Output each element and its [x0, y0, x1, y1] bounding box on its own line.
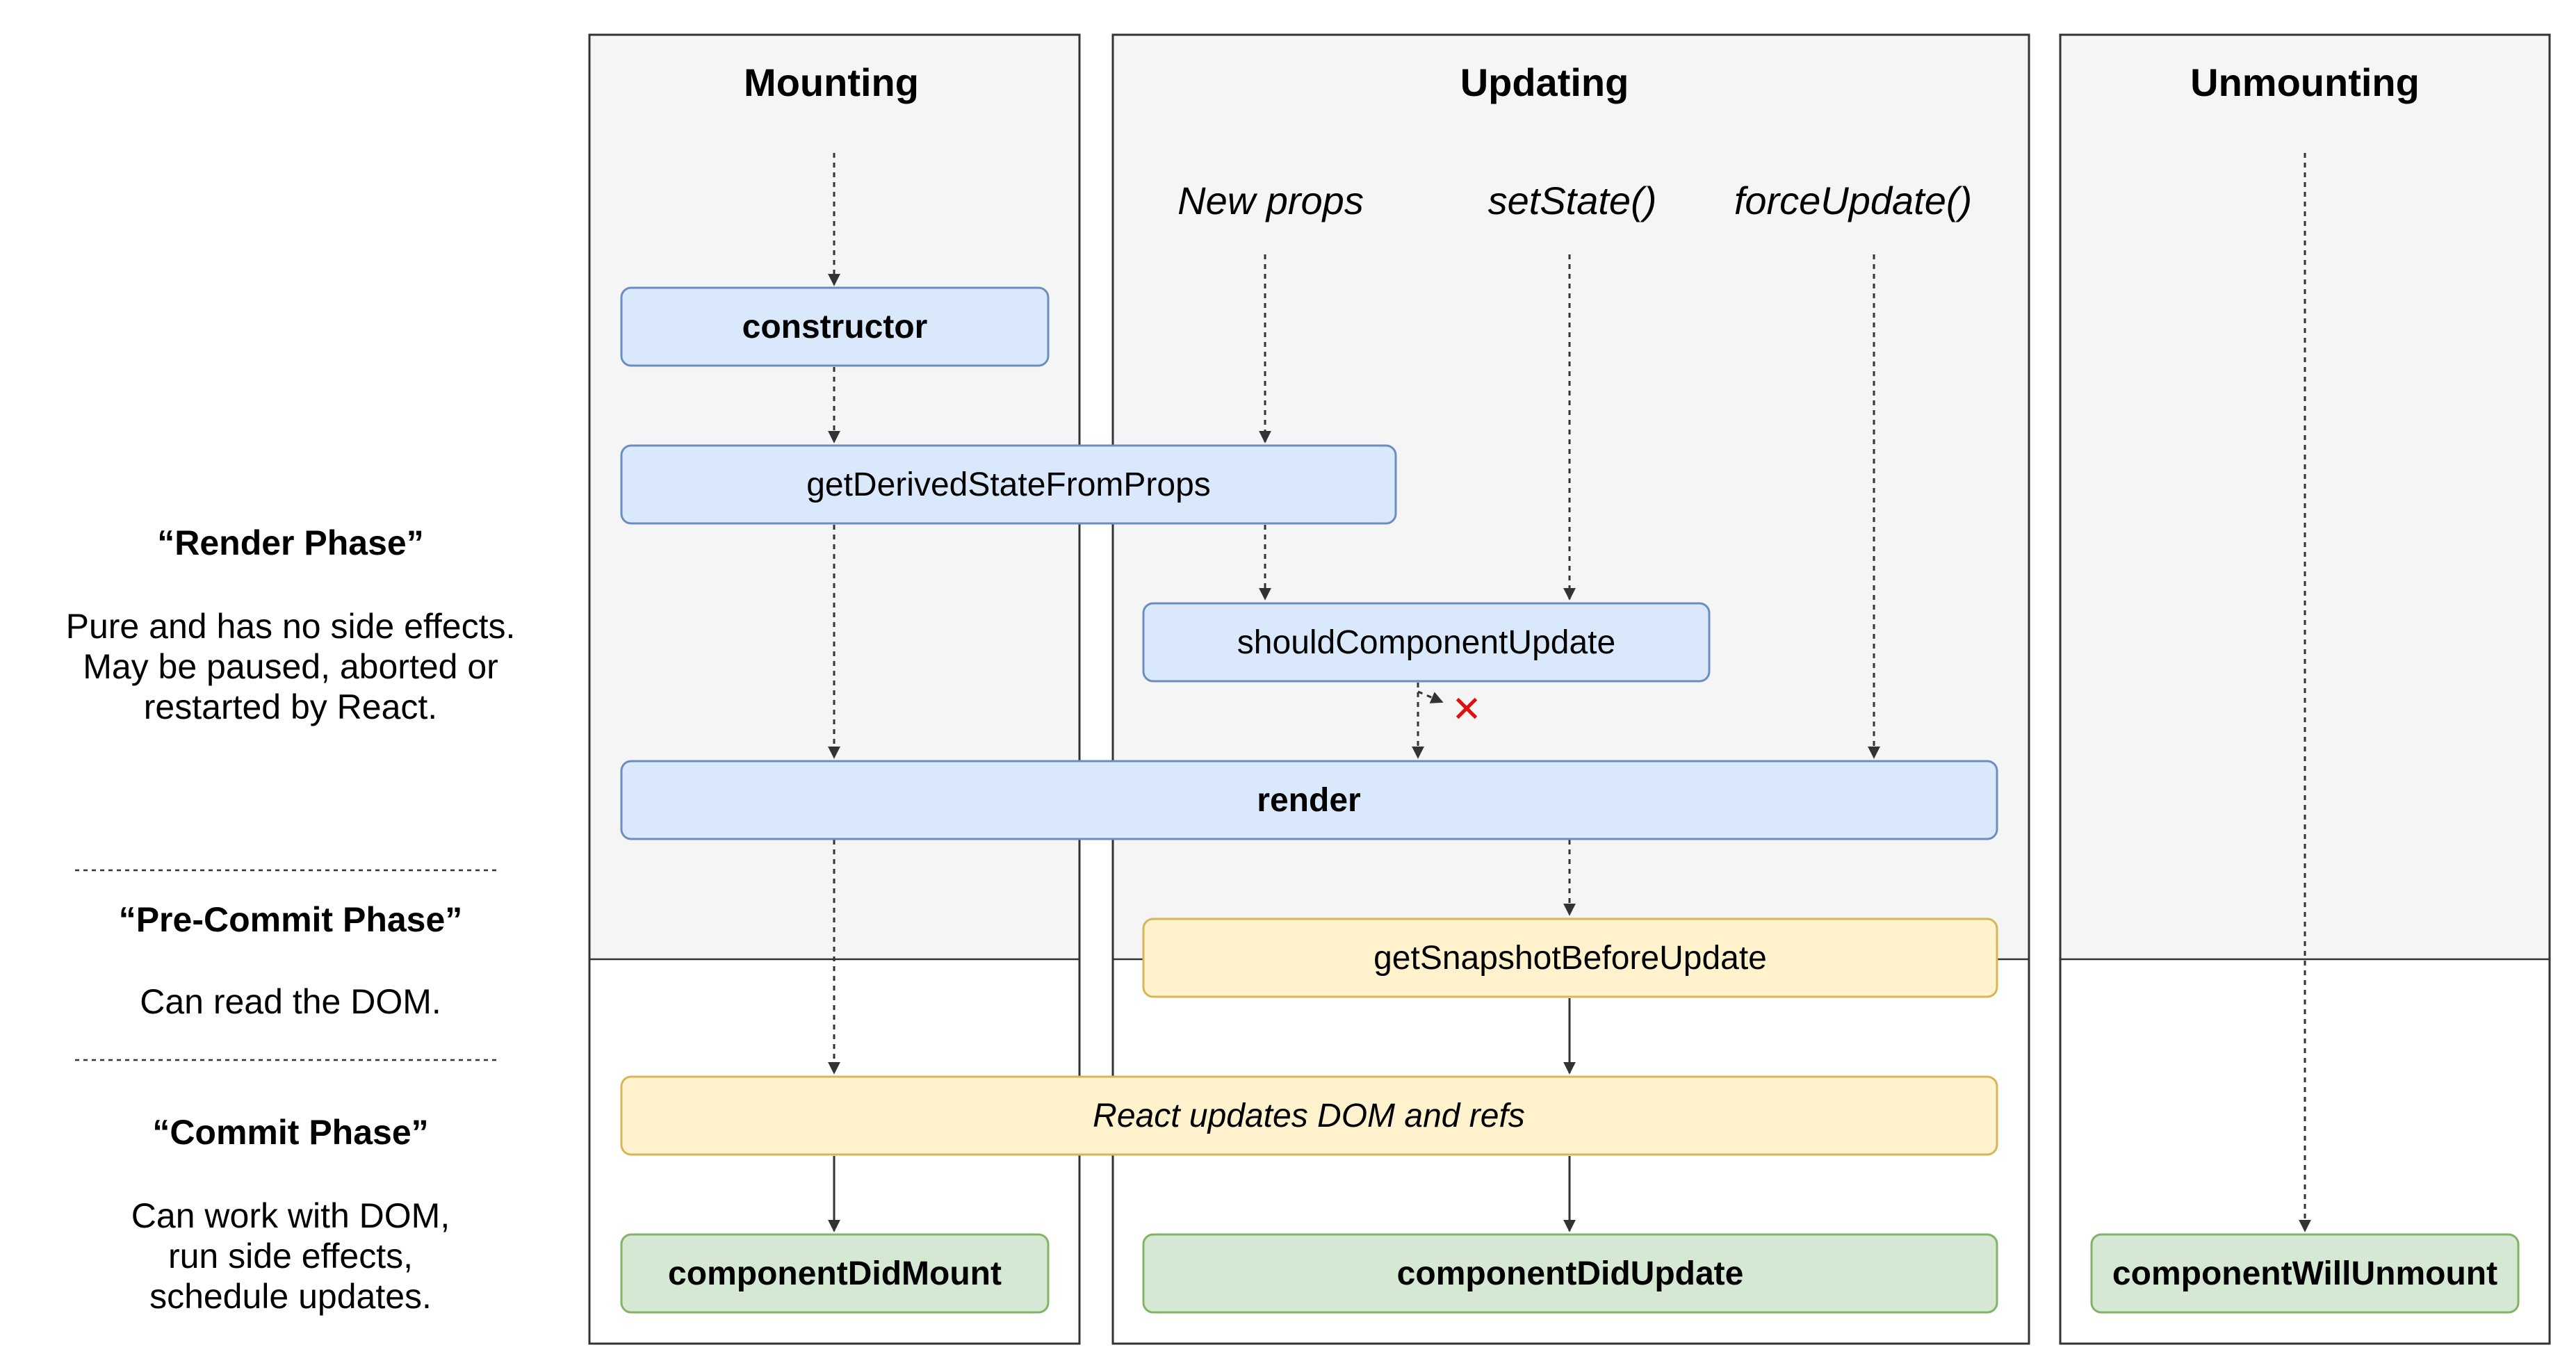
trigger-force-update: forceUpdate() [1734, 179, 1972, 222]
node-scu-box [1142, 602, 1711, 683]
commit-phase-title: “Commit Phase” [152, 1113, 428, 1152]
node-react-updates-dom: React updates DOM and refs [620, 1075, 1998, 1156]
commit-phase-desc-line2: run side effects, [168, 1237, 413, 1276]
node-component-did-update: componentDidUpdate [1142, 1233, 1998, 1314]
node-should-component-update: shouldComponentUpdate [1142, 602, 1711, 683]
node-did-update-label: componentDidUpdate [1397, 1255, 1744, 1292]
unmounting-column-border [2059, 33, 2551, 1345]
render-phase-desc-line1: Pure and has no side effects. [66, 607, 516, 646]
node-snapshot-box [1142, 918, 1998, 998]
node-gdsfp-label: getDerivedStateFromProps [806, 466, 1211, 503]
commit-phase-desc-line3: schedule updates. [149, 1277, 432, 1316]
node-component-will-unmount: componentWillUnmount [2090, 1233, 2520, 1314]
node-component-did-mount: componentDidMount [620, 1233, 1050, 1314]
node-gdsfp-box [620, 444, 1397, 525]
node-react-updates-label: React updates DOM and refs [1093, 1098, 1525, 1134]
render-phase-title: “Render Phase” [157, 523, 423, 562]
commit-phase-description: “Commit Phase” Can work with DOM, run si… [131, 1113, 450, 1316]
render-phase-desc-line3: restarted by React. [144, 687, 437, 726]
node-get-derived-state-from-props: getDerivedStateFromProps [620, 444, 1397, 525]
node-will-unmount-label: componentWillUnmount [2112, 1255, 2497, 1292]
node-will-unmount-box [2090, 1233, 2520, 1314]
unmounting-title: Unmounting [2190, 60, 2420, 104]
connectors [828, 153, 2311, 1232]
updating-column-border [1111, 33, 2030, 1345]
precommit-phase-description: “Pre-Commit Phase” Can read the DOM. [119, 900, 463, 1021]
precommit-phase-title: “Pre-Commit Phase” [119, 900, 463, 939]
node-constructor: constructor [620, 286, 1050, 367]
mounting-title: Mounting [744, 60, 919, 104]
commit-phase-desc-line1: Can work with DOM, [131, 1196, 450, 1235]
node-render-label: render [1257, 782, 1360, 819]
trigger-new-props: New props [1177, 179, 1364, 222]
mounting-column-border [588, 33, 1081, 1345]
node-constructor-label: constructor [742, 309, 928, 345]
node-did-mount-box [620, 1233, 1050, 1314]
node-render: render [620, 760, 1998, 840]
node-constructor-box [620, 286, 1050, 367]
node-snapshot-label: getSnapshotBeforeUpdate [1373, 940, 1767, 977]
arrow-scu-to-cancel [1417, 690, 1444, 703]
node-get-snapshot-before-update: getSnapshotBeforeUpdate [1142, 918, 1998, 998]
trigger-set-state: setState() [1488, 179, 1657, 222]
precommit-phase-desc-line1: Can read the DOM. [140, 982, 441, 1021]
node-did-mount-label: componentDidMount [668, 1255, 1002, 1292]
updating-title: Updating [1460, 60, 1629, 104]
node-react-updates-box [620, 1075, 1998, 1156]
node-render-box [620, 760, 1998, 840]
node-did-update-box [1142, 1233, 1998, 1314]
cancel-icon: ✕ [1451, 689, 1482, 731]
node-scu-label: shouldComponentUpdate [1237, 624, 1615, 661]
render-phase-description: “Render Phase” Pure and has no side effe… [66, 523, 516, 726]
render-phase-desc-line2: May be paused, aborted or [83, 647, 498, 686]
